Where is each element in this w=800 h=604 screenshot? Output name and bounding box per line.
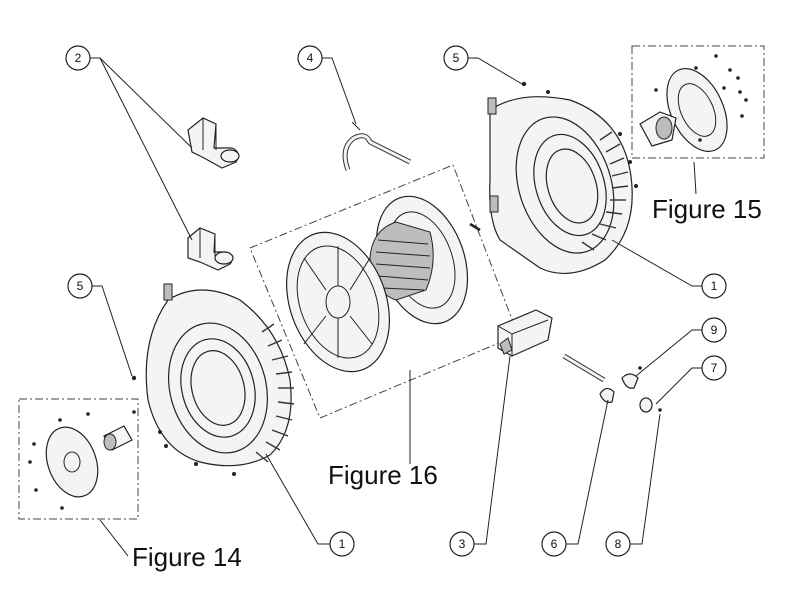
- svg-text:2: 2: [75, 51, 82, 65]
- figure-15-plate: [639, 54, 748, 152]
- svg-text:1: 1: [339, 537, 346, 551]
- leader-lines: [90, 57, 702, 557]
- balloon-9: 9: [701, 317, 727, 343]
- figure-15-box: [631, 45, 765, 159]
- bushing-part-8: [639, 397, 662, 413]
- figure-14-box: [18, 398, 139, 520]
- hook-pin: [342, 121, 412, 171]
- cover-block: [497, 309, 553, 357]
- figure-16-label: Figure 16: [328, 460, 438, 490]
- wall-bracket-upper: [187, 117, 240, 169]
- clip-part-6: [599, 387, 615, 403]
- figure-15-label: Figure 15: [652, 194, 762, 224]
- balloon-6: 6: [541, 531, 567, 557]
- balloon-8: 8: [605, 531, 631, 557]
- figure-14-label: Figure 14: [132, 542, 242, 572]
- balloon-3: 3: [449, 531, 475, 557]
- axle-rod: [562, 353, 606, 383]
- svg-text:1: 1: [711, 279, 718, 293]
- balloon-5-top: 5: [443, 45, 469, 71]
- svg-text:8: 8: [615, 537, 622, 551]
- figure-14-plate: [28, 410, 136, 510]
- balloon-1-right: 1: [701, 273, 727, 299]
- clip-part-9: [621, 366, 642, 389]
- housing-left: [131, 283, 295, 476]
- svg-text:6: 6: [551, 537, 558, 551]
- balloon-4: 4: [297, 45, 323, 71]
- wall-bracket-lower: [187, 227, 234, 271]
- housing-right: [487, 81, 638, 274]
- balloon-1-bottom: 1: [329, 531, 355, 557]
- balloon-7: 7: [701, 355, 727, 381]
- svg-text:7: 7: [711, 361, 718, 375]
- svg-text:5: 5: [453, 51, 460, 65]
- svg-text:4: 4: [307, 51, 314, 65]
- svg-text:3: 3: [459, 537, 466, 551]
- balloon-5-left: 5: [67, 273, 93, 299]
- balloon-2: 2: [65, 45, 91, 71]
- svg-text:5: 5: [77, 279, 84, 293]
- figure-16-spool: [286, 195, 481, 373]
- svg-text:9: 9: [711, 323, 718, 337]
